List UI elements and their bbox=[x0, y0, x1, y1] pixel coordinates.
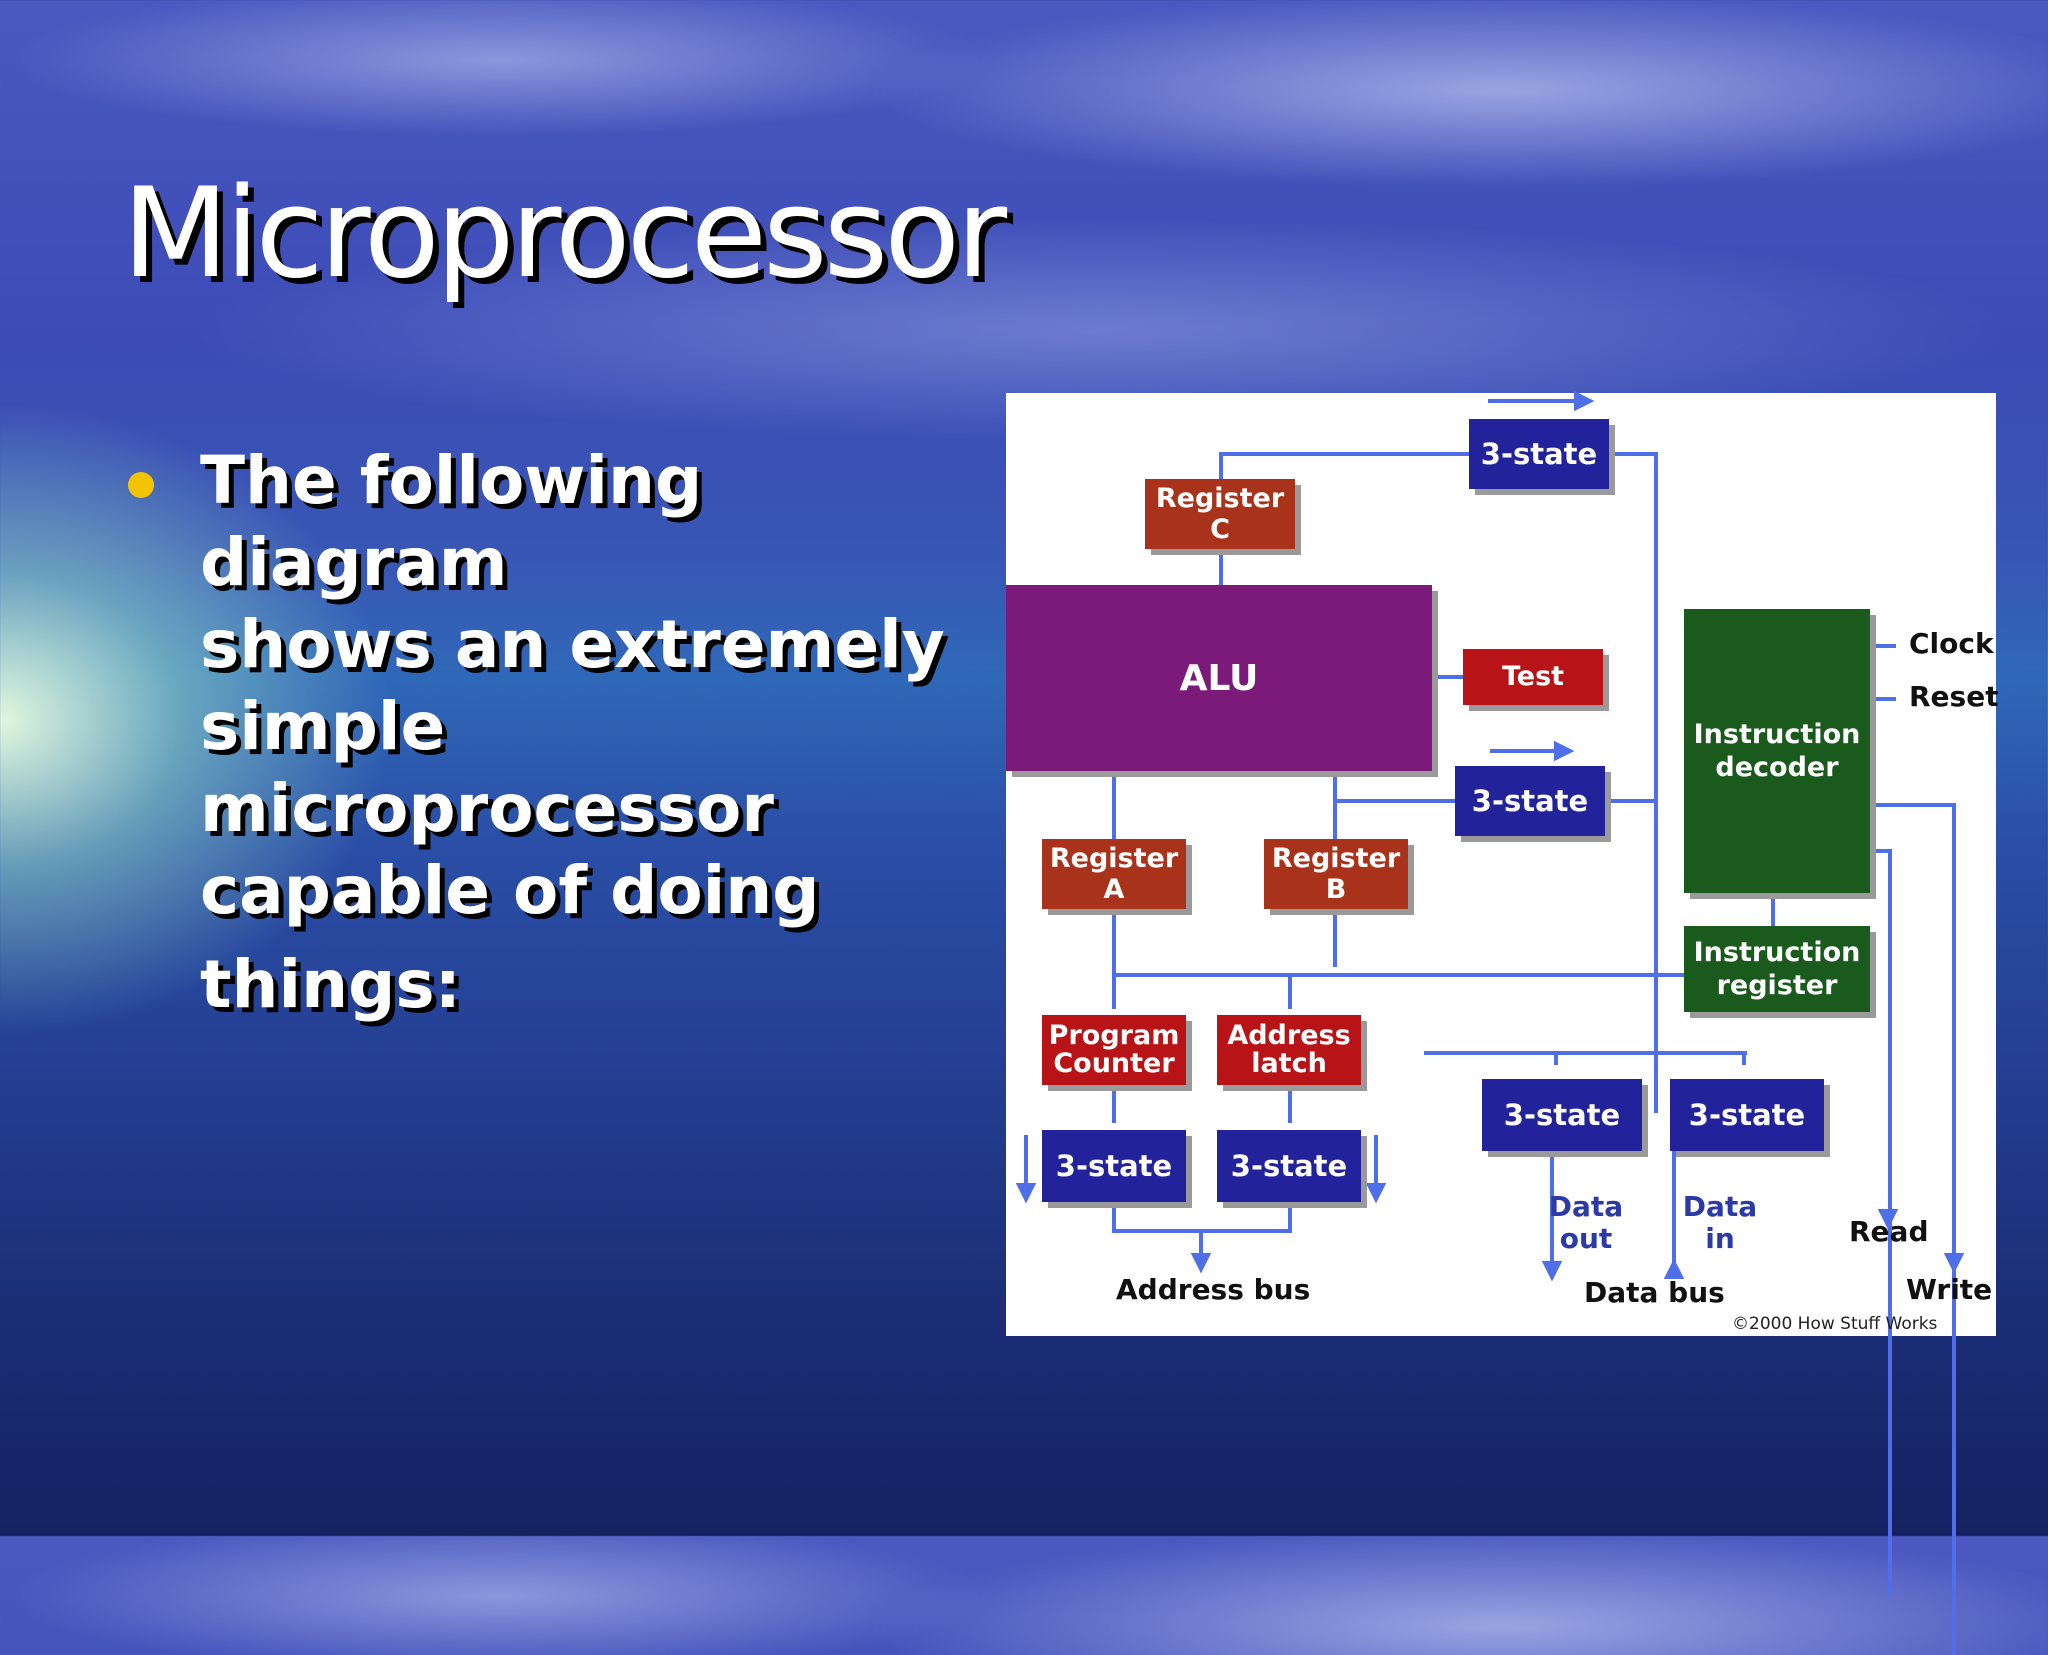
wire bbox=[1654, 452, 1658, 1113]
wire bbox=[1333, 771, 1337, 841]
wire bbox=[1606, 452, 1658, 456]
bullet-text: The following diagram shows an extremely… bbox=[200, 440, 1000, 1026]
wire bbox=[1112, 771, 1116, 841]
wire bbox=[1288, 1203, 1292, 1233]
register-b: Register B bbox=[1264, 839, 1408, 909]
wire bbox=[1112, 1203, 1116, 1233]
register-a: Register A bbox=[1042, 839, 1186, 909]
data-bus-label: Data bus bbox=[1584, 1276, 1725, 1309]
address-latch: Address latch bbox=[1217, 1015, 1361, 1085]
wire bbox=[1112, 909, 1116, 1009]
wire bbox=[1672, 1149, 1676, 1267]
wire bbox=[1424, 1051, 1747, 1055]
wire bbox=[1742, 1051, 1746, 1065]
wire bbox=[1219, 452, 1223, 479]
clock-label: Clock bbox=[1909, 627, 1994, 660]
wire bbox=[1870, 803, 1956, 807]
wire bbox=[1199, 1229, 1203, 1255]
bullet-line: simple microprocessor bbox=[200, 688, 774, 847]
wire bbox=[1288, 973, 1292, 1009]
wire bbox=[1602, 799, 1658, 803]
alu: ALU bbox=[1006, 585, 1432, 771]
microprocessor-diagram: 3-state Register C ALU Test 3-state Inst… bbox=[1006, 390, 1999, 1655]
program-counter: Program Counter bbox=[1042, 1015, 1186, 1085]
bullet-line: The following diagram bbox=[200, 442, 703, 601]
tristate-mid: 3-state bbox=[1455, 766, 1605, 836]
wire bbox=[1771, 893, 1775, 926]
copyright-text: ©2000 How Stuff Works bbox=[1732, 1314, 1938, 1334]
bullet-line: shows an extremely bbox=[200, 606, 945, 683]
bullet-line: things: bbox=[200, 946, 462, 1023]
wire bbox=[1432, 675, 1471, 679]
wire bbox=[1554, 1051, 1558, 1065]
wire bbox=[1112, 973, 1692, 977]
data-out-label: Data out bbox=[1548, 1190, 1624, 1255]
wire bbox=[1219, 452, 1480, 456]
data-in-label: Data in bbox=[1682, 1190, 1758, 1255]
bullet-line: capable of doing bbox=[200, 852, 820, 929]
wire bbox=[1333, 909, 1337, 967]
arrows bbox=[1015, 390, 1965, 1282]
wire bbox=[1952, 803, 1956, 1655]
tristate-program-counter: 3-state bbox=[1042, 1130, 1186, 1202]
bullet-dot bbox=[128, 472, 154, 498]
slide-title: Microprocessor bbox=[122, 162, 1007, 306]
wire bbox=[1333, 799, 1463, 803]
test-box: Test bbox=[1463, 649, 1603, 705]
instruction-register: Instruction register bbox=[1684, 926, 1870, 1012]
instruction-decoder: Instruction decoder bbox=[1684, 609, 1870, 893]
wire bbox=[1870, 849, 1892, 853]
address-bus-label: Address bus bbox=[1116, 1273, 1311, 1306]
wire bbox=[1288, 1087, 1292, 1123]
tristate-top: 3-state bbox=[1469, 419, 1609, 489]
tristate-data-in: 3-state bbox=[1670, 1079, 1824, 1151]
wire bbox=[1112, 1087, 1116, 1123]
reset-label: Reset bbox=[1909, 680, 1999, 713]
write-label: Write bbox=[1906, 1273, 1993, 1306]
read-label: Read bbox=[1849, 1215, 1929, 1248]
wire bbox=[1550, 1149, 1554, 1267]
tristate-address-latch: 3-state bbox=[1217, 1130, 1361, 1202]
tristate-data-out: 3-state bbox=[1482, 1079, 1642, 1151]
wire bbox=[1219, 549, 1223, 585]
register-c: Register C bbox=[1145, 479, 1295, 549]
